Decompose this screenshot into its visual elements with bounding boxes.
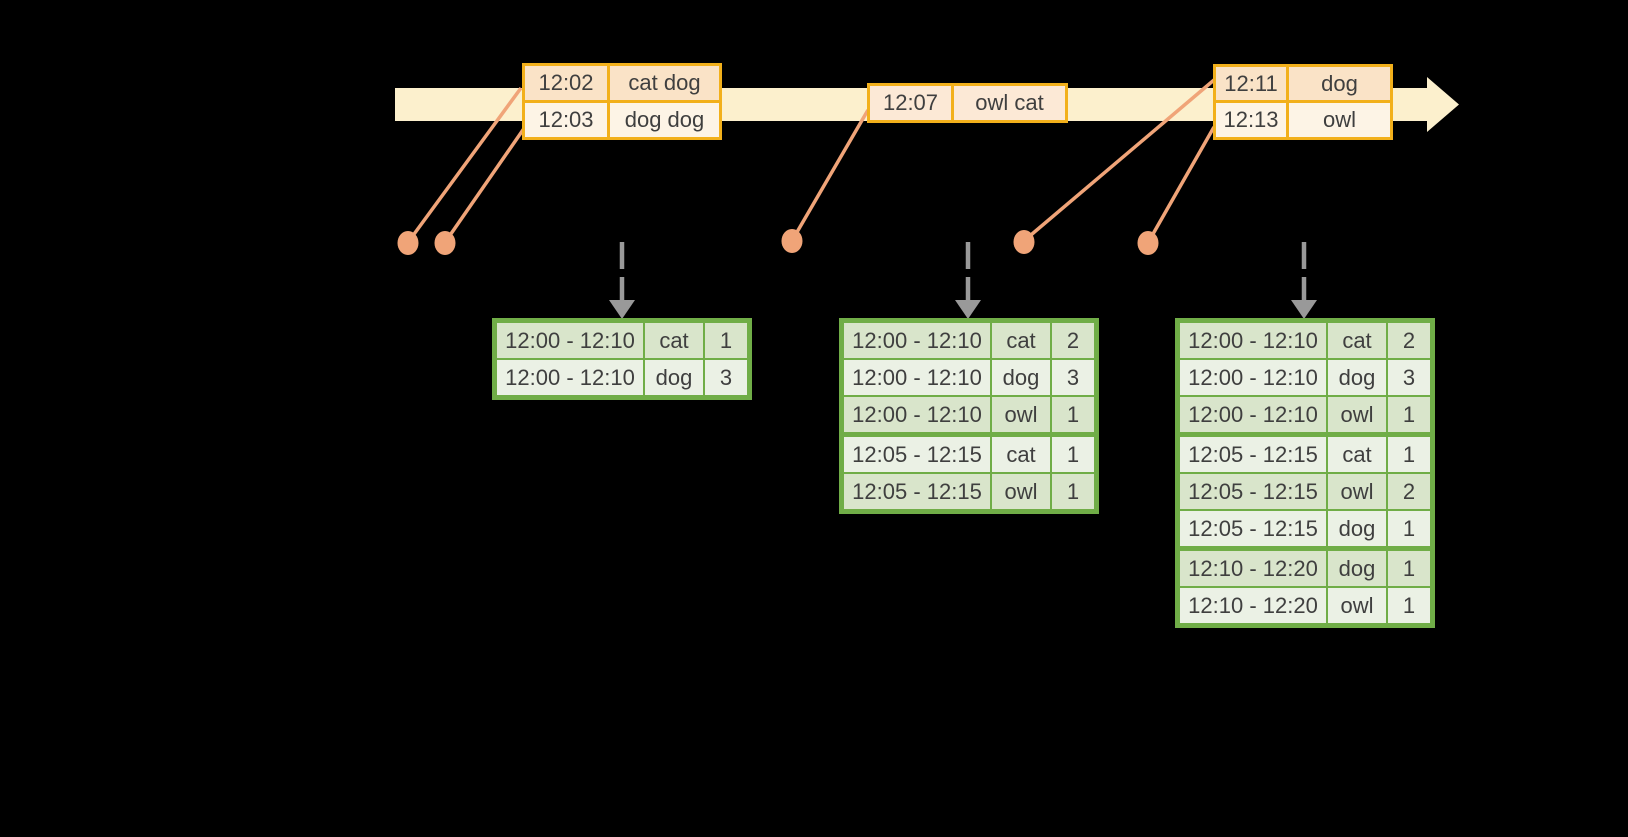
trigger-arrow-icon xyxy=(955,242,981,319)
table-row: 12:00 - 12:10 cat 1 xyxy=(497,323,747,358)
word-cell: owl xyxy=(992,397,1050,432)
event-connector-line xyxy=(1147,126,1216,242)
table-row: 12:00 - 12:10 dog 3 xyxy=(1180,360,1430,395)
table-row: 12:05 - 12:15 dog 1 xyxy=(1180,511,1430,546)
count-cell: 3 xyxy=(705,360,747,395)
word-cell: dog xyxy=(992,360,1050,395)
result-table-1: 12:00 - 12:10 cat 1 12:00 - 12:10 dog 3 xyxy=(492,318,752,400)
table-row: 12:00 - 12:10 dog 3 xyxy=(497,360,747,395)
event-time-cell: 12:02 xyxy=(525,66,607,100)
event-words-cell: dog xyxy=(1289,67,1390,100)
word-cell: owl xyxy=(1328,397,1386,432)
window-cell: 12:00 - 12:10 xyxy=(497,360,643,395)
event-dot-icon xyxy=(1137,231,1159,255)
table-row: 12:05 - 12:15 owl 2 xyxy=(1180,474,1430,509)
window-group: 12:00 - 12:10 cat 1 12:00 - 12:10 dog 3 xyxy=(497,323,747,395)
window-cell: 12:05 - 12:15 xyxy=(844,474,990,509)
window-cell: 12:00 - 12:10 xyxy=(497,323,643,358)
count-cell: 1 xyxy=(705,323,747,358)
event-time-cell: 12:11 xyxy=(1216,67,1286,100)
table-row: 12:00 - 12:10 cat 2 xyxy=(1180,323,1430,358)
word-cell: dog xyxy=(1328,551,1386,586)
window-group: 12:00 - 12:10 cat 2 12:00 - 12:10 dog 3 … xyxy=(844,323,1094,432)
count-cell: 1 xyxy=(1052,437,1094,472)
window-group: 12:05 - 12:15 cat 1 12:05 - 12:15 owl 1 xyxy=(844,437,1094,509)
word-cell: dog xyxy=(1328,360,1386,395)
event-connector-line xyxy=(444,126,527,242)
table-row: 12:05 - 12:15 cat 1 xyxy=(1180,437,1430,472)
event-time-cell: 12:03 xyxy=(525,103,607,137)
word-cell: cat xyxy=(645,323,703,358)
word-cell: cat xyxy=(1328,323,1386,358)
event-words-cell: cat dog xyxy=(610,66,719,100)
window-cell: 12:00 - 12:10 xyxy=(844,360,990,395)
event-connector-line xyxy=(791,109,870,240)
window-cell: 12:00 - 12:10 xyxy=(844,323,990,358)
event-dot-icon xyxy=(397,231,419,255)
count-cell: 1 xyxy=(1052,397,1094,432)
count-cell: 3 xyxy=(1052,360,1094,395)
word-cell: owl xyxy=(992,474,1050,509)
event-words-cell: dog dog xyxy=(610,103,719,137)
window-cell: 12:10 - 12:20 xyxy=(1180,551,1326,586)
event-dot-icon xyxy=(434,231,456,255)
word-cell: cat xyxy=(992,437,1050,472)
table-row: 12:00 - 12:10 dog 3 xyxy=(844,360,1094,395)
window-group: 12:05 - 12:15 cat 1 12:05 - 12:15 owl 2 … xyxy=(1180,437,1430,546)
window-cell: 12:00 - 12:10 xyxy=(1180,397,1326,432)
result-table-3: 12:00 - 12:10 cat 2 12:00 - 12:10 dog 3 … xyxy=(1175,318,1435,628)
word-cell: dog xyxy=(645,360,703,395)
trigger-arrow-icon xyxy=(609,242,635,319)
count-cell: 2 xyxy=(1388,474,1430,509)
event-time-cell: 12:13 xyxy=(1216,103,1286,137)
window-cell: 12:00 - 12:10 xyxy=(1180,360,1326,395)
window-cell: 12:10 - 12:20 xyxy=(1180,588,1326,623)
event-table-1: 12:02 cat dog 12:03 dog dog xyxy=(522,63,722,140)
word-cell: owl xyxy=(1328,474,1386,509)
event-table-2: 12:07 owl cat xyxy=(867,83,1068,123)
count-cell: 1 xyxy=(1052,474,1094,509)
event-connector-line xyxy=(1023,78,1216,242)
word-cell: owl xyxy=(1328,588,1386,623)
window-cell: 12:05 - 12:15 xyxy=(1180,511,1326,546)
event-time-cell: 12:07 xyxy=(870,86,951,120)
count-cell: 2 xyxy=(1052,323,1094,358)
count-cell: 1 xyxy=(1388,437,1430,472)
event-dot-icon xyxy=(781,229,803,253)
window-group: 12:00 - 12:10 cat 2 12:00 - 12:10 dog 3 … xyxy=(1180,323,1430,432)
table-row: 12:00 - 12:10 cat 2 xyxy=(844,323,1094,358)
table-row: 12:10 - 12:20 dog 1 xyxy=(1180,551,1430,586)
table-row: 12:10 - 12:20 owl 1 xyxy=(1180,588,1430,623)
count-cell: 1 xyxy=(1388,511,1430,546)
count-cell: 2 xyxy=(1388,323,1430,358)
event-connectors xyxy=(407,78,1216,243)
word-cell: cat xyxy=(1328,437,1386,472)
window-cell: 12:00 - 12:10 xyxy=(1180,323,1326,358)
table-row: 12:00 - 12:10 owl 1 xyxy=(1180,397,1430,432)
trigger-arrow-icon xyxy=(1291,242,1317,319)
window-group: 12:10 - 12:20 dog 1 12:10 - 12:20 owl 1 xyxy=(1180,551,1430,623)
timeline-arrowhead-icon xyxy=(1427,77,1459,132)
window-cell: 12:05 - 12:15 xyxy=(844,437,990,472)
event-dot-icon xyxy=(1013,230,1035,254)
event-words-cell: owl xyxy=(1289,103,1390,137)
table-row: 12:05 - 12:15 owl 1 xyxy=(844,474,1094,509)
table-row: 12:00 - 12:10 owl 1 xyxy=(844,397,1094,432)
result-table-2: 12:00 - 12:10 cat 2 12:00 - 12:10 dog 3 … xyxy=(839,318,1099,514)
event-table-3: 12:11 dog 12:13 owl xyxy=(1213,64,1393,140)
event-connector-line xyxy=(407,86,523,243)
window-cell: 12:00 - 12:10 xyxy=(844,397,990,432)
window-cell: 12:05 - 12:15 xyxy=(1180,437,1326,472)
window-cell: 12:05 - 12:15 xyxy=(1180,474,1326,509)
word-cell: cat xyxy=(992,323,1050,358)
count-cell: 3 xyxy=(1388,360,1430,395)
count-cell: 1 xyxy=(1388,588,1430,623)
count-cell: 1 xyxy=(1388,397,1430,432)
event-words-cell: owl cat xyxy=(954,86,1065,120)
count-cell: 1 xyxy=(1388,551,1430,586)
event-dots xyxy=(397,229,1159,255)
word-cell: dog xyxy=(1328,511,1386,546)
table-row: 12:05 - 12:15 cat 1 xyxy=(844,437,1094,472)
